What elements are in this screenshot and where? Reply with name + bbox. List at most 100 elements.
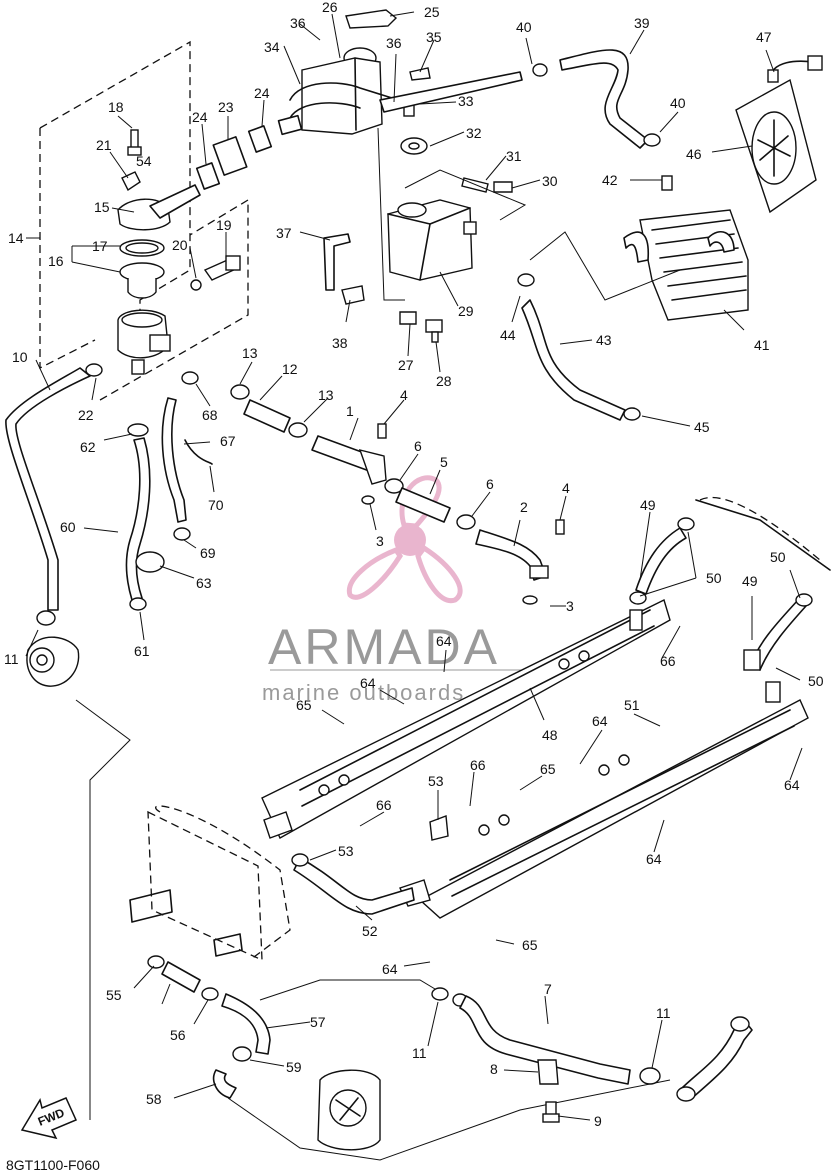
callout-label: 65 (522, 937, 538, 953)
callout-label: 19 (216, 217, 232, 233)
callout-label: 4 (400, 387, 408, 403)
callout-label: 17 (92, 238, 108, 254)
callout-label: 53 (338, 843, 354, 859)
callout-label: 57 (310, 1014, 326, 1030)
lower-frame (75, 699, 671, 1161)
callout-label: 66 (376, 797, 392, 813)
callout-label: 27 (398, 357, 414, 373)
callout-label: 28 (436, 373, 452, 389)
callout-label: 62 (80, 439, 96, 455)
reservoir-tank (277, 9, 527, 343)
callout-label: 11 (656, 1005, 671, 1021)
callout-label: 24 (192, 109, 208, 125)
callout-label: 4 (562, 480, 570, 496)
callout-label: 40 (516, 19, 532, 35)
callout-label: 13 (242, 345, 258, 361)
callout-label: 14 (8, 230, 24, 246)
callout-label: 9 (594, 1113, 602, 1129)
callout-label: 66 (470, 757, 486, 773)
callout-label: 52 (362, 923, 378, 939)
callout-label: 26 (322, 0, 338, 15)
callout-label: 69 (200, 545, 216, 561)
callout-label: 44 (500, 327, 516, 343)
callout-label: 49 (640, 497, 656, 513)
callout-label: 40 (670, 95, 686, 111)
callout-label: 65 (540, 761, 556, 777)
callout-label: 70 (208, 497, 224, 513)
callout-label: 64 (382, 961, 398, 977)
callout-label: 8 (490, 1061, 498, 1077)
callout-label: 5 (440, 454, 448, 470)
callout-label: 38 (332, 335, 348, 351)
callout-label: 16 (48, 253, 64, 269)
thermostat-assembly (117, 125, 273, 375)
callout-label: 49 (742, 573, 758, 589)
callout-label: 32 (466, 125, 482, 141)
callout-label: 31 (506, 148, 522, 164)
callout-label: 64 (784, 777, 800, 793)
watermark-tagline: marine outboards (262, 680, 465, 705)
callout-label: 50 (808, 673, 824, 689)
callout-label: 65 (296, 697, 312, 713)
callout-label: 58 (146, 1091, 162, 1107)
callout-label: 36 (386, 35, 402, 51)
callout-label: 1 (346, 403, 354, 419)
callout-label: 59 (286, 1059, 302, 1075)
callout-label: 66 (660, 653, 676, 669)
callout-label: 50 (770, 549, 786, 565)
callout-label: 3 (376, 533, 384, 549)
callout-label: 64 (646, 851, 662, 867)
callout-label: 33 (458, 93, 474, 109)
callout-label: 12 (282, 361, 298, 377)
leader-lines (25, 11, 803, 1121)
callout-label: 29 (458, 303, 474, 319)
callout-label: 64 (592, 713, 608, 729)
callout-label: 61 (134, 643, 150, 659)
callout-label: 51 (624, 697, 640, 713)
callout-label: 63 (196, 575, 212, 591)
callout-label: 68 (202, 407, 218, 423)
callout-label: 34 (264, 39, 280, 55)
diagram-code: 8GT1100-F060 (6, 1157, 100, 1173)
callout-label: 45 (694, 419, 710, 435)
callout-label: 6 (414, 438, 422, 454)
callout-label: 11 (412, 1045, 427, 1061)
callout-label: 30 (542, 173, 558, 189)
callout-label: 55 (106, 987, 122, 1003)
lower-hose-7 (431, 987, 753, 1123)
callout-label: 46 (686, 146, 702, 162)
callout-label: 42 (602, 172, 618, 188)
center-hoses (230, 384, 565, 605)
callout-label: 39 (634, 15, 650, 31)
callout-label: 20 (172, 237, 188, 253)
callout-label: 6 (486, 476, 494, 492)
callout-label: 10 (12, 349, 28, 365)
callout-label: 22 (78, 407, 94, 423)
callout-label: 50 (706, 570, 722, 586)
callout-label: 25 (424, 4, 440, 20)
callout-label: 47 (756, 29, 772, 45)
callout-label: 48 (542, 727, 558, 743)
callout-label: 43 (596, 332, 612, 348)
callout-label: 64 (436, 633, 452, 649)
radiator-assembly (517, 49, 823, 421)
callout-label: 60 (60, 519, 76, 535)
callout-label: 37 (276, 225, 292, 241)
callout-label: 53 (428, 773, 444, 789)
part-callouts: 1 2 3 3 4 4 5 6 6 7 8 9 10 11 11 11 12 1… (4, 0, 824, 1129)
callout-label: 2 (520, 499, 528, 515)
callout-label: 11 (4, 651, 19, 667)
callout-label: 36 (290, 15, 306, 31)
left-hoses (5, 363, 213, 687)
callout-label: 67 (220, 433, 236, 449)
callout-label: 23 (218, 99, 234, 115)
callout-label: 54 (136, 153, 152, 169)
callout-label: 18 (108, 99, 124, 115)
watermark-logo: ARMADA marine outboards (262, 475, 560, 705)
callout-label: 64 (360, 675, 376, 691)
cooling-rails (261, 496, 831, 919)
callout-label: 13 (318, 387, 334, 403)
callout-label: 24 (254, 85, 270, 101)
callout-label: 35 (426, 29, 442, 45)
